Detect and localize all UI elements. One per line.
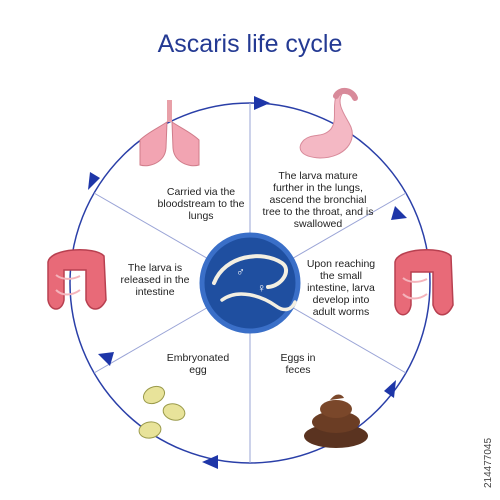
arrow-bottom-icon: [202, 455, 218, 469]
arrow-right-top-icon: [391, 206, 407, 220]
male-symbol: ♂: [236, 265, 245, 279]
stock-id-watermark: 214477045: [483, 437, 494, 488]
eggs-icon: [138, 385, 186, 439]
stage-label-swallowed: The larva mature further in the lungs, a…: [262, 170, 374, 230]
arrow-left-top-icon: [88, 172, 100, 190]
diagram-title: Ascaris life cycle: [157, 30, 343, 58]
stage-label-embryonated-egg: Embryonated egg: [166, 352, 230, 376]
stage-label-eggs-feces: Eggs in feces: [280, 352, 316, 376]
center-circle: [199, 232, 301, 334]
lungs-icon: [139, 100, 200, 167]
cycle-arrows: [88, 96, 407, 469]
arrow-top-icon: [254, 96, 270, 110]
intestine-icon: [47, 249, 107, 310]
intestine-icon: [394, 249, 454, 316]
arrow-right-bottom-icon: [384, 380, 396, 398]
arrow-left-bottom-icon: [98, 352, 114, 366]
female-symbol: ♀: [257, 281, 266, 295]
stage-label-larva-released: The larva is released in the intestine: [120, 262, 190, 298]
worms-icon: [212, 254, 297, 312]
stomach-icon: [299, 88, 358, 159]
feces-icon: [304, 394, 368, 448]
stage-label-adult-worms: Upon reaching the small intestine, larva…: [306, 258, 376, 318]
stage-label-lungs: Carried via the bloodstream to the lungs: [157, 186, 245, 222]
